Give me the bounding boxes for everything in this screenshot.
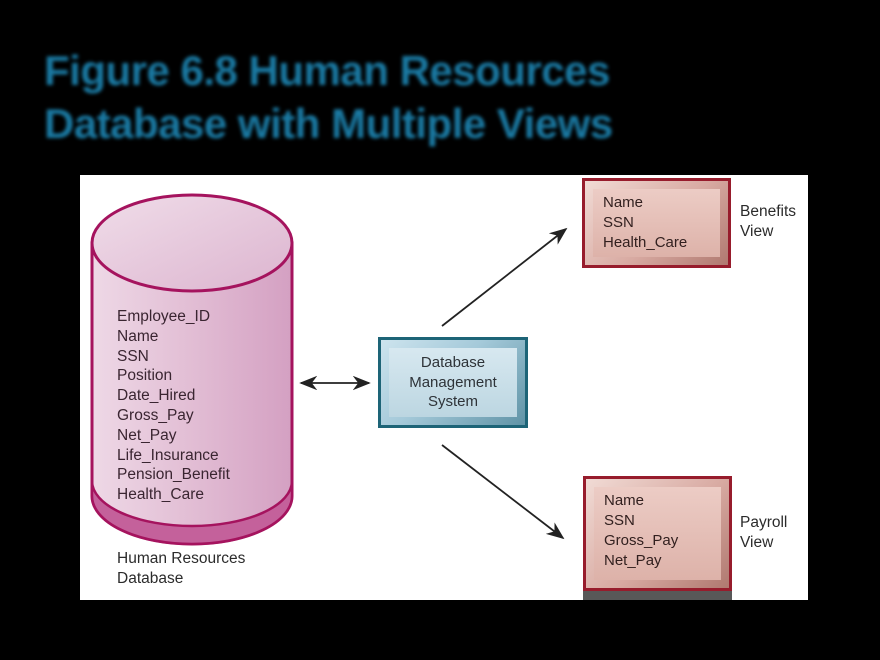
field-health-care: Health_Care <box>117 486 205 504</box>
field-name: Name <box>117 327 159 345</box>
field-pension-benefit: Pension_Benefit <box>117 466 230 484</box>
payroll-box-shadow <box>583 591 732 600</box>
payroll-field-name: Name <box>604 492 645 509</box>
benefits-field-name: Name <box>603 194 644 211</box>
field-date-hired: Date_Hired <box>117 387 196 405</box>
database-cylinder-top <box>90 193 294 293</box>
payroll-view-fields: Name SSN Gross_Pay Net_Pay <box>594 487 721 580</box>
field-ssn: SSN <box>117 347 149 365</box>
benefits-field-ssn: SSN <box>603 214 634 231</box>
payroll-field-net-pay: Net_Pay <box>604 552 662 569</box>
arrow-dbms-payroll <box>441 444 565 540</box>
field-position: Position <box>117 367 173 385</box>
payroll-view-label: Payroll View <box>740 514 788 551</box>
figure-title-line2: Database with Multiple Views <box>44 100 613 147</box>
payroll-field-ssn: SSN <box>604 512 635 529</box>
arrow-dbms-benefits <box>441 227 568 327</box>
payroll-view-box: Name SSN Gross_Pay Net_Pay <box>583 476 732 591</box>
database-field-list: Employee_ID Name SSN Position Date_Hired… <box>117 307 297 505</box>
dbms-label: Database Management System <box>389 348 517 417</box>
benefits-view-label: Benefits View <box>740 203 797 240</box>
payroll-field-gross-pay: Gross_Pay <box>604 532 679 549</box>
figure-title: Figure 6.8 Human Resources Database with… <box>44 44 744 150</box>
field-gross-pay: Gross_Pay <box>117 406 194 424</box>
field-life-insurance: Life_Insurance <box>117 446 219 464</box>
database-cylinder-bottom-rim <box>90 480 294 546</box>
figure-title-line1: Figure 6.8 Human Resources <box>44 47 610 94</box>
database-label: Human Resources Database <box>117 550 246 587</box>
field-net-pay: Net_Pay <box>117 426 177 444</box>
dbms-box: Database Management System <box>378 337 528 428</box>
field-employee-id: Employee_ID <box>117 308 211 325</box>
benefits-view-fields: Name SSN Health_Care <box>593 189 720 257</box>
benefits-view-box: Name SSN Health_Care <box>582 178 731 268</box>
benefits-field-health-care: Health_Care <box>603 234 688 251</box>
